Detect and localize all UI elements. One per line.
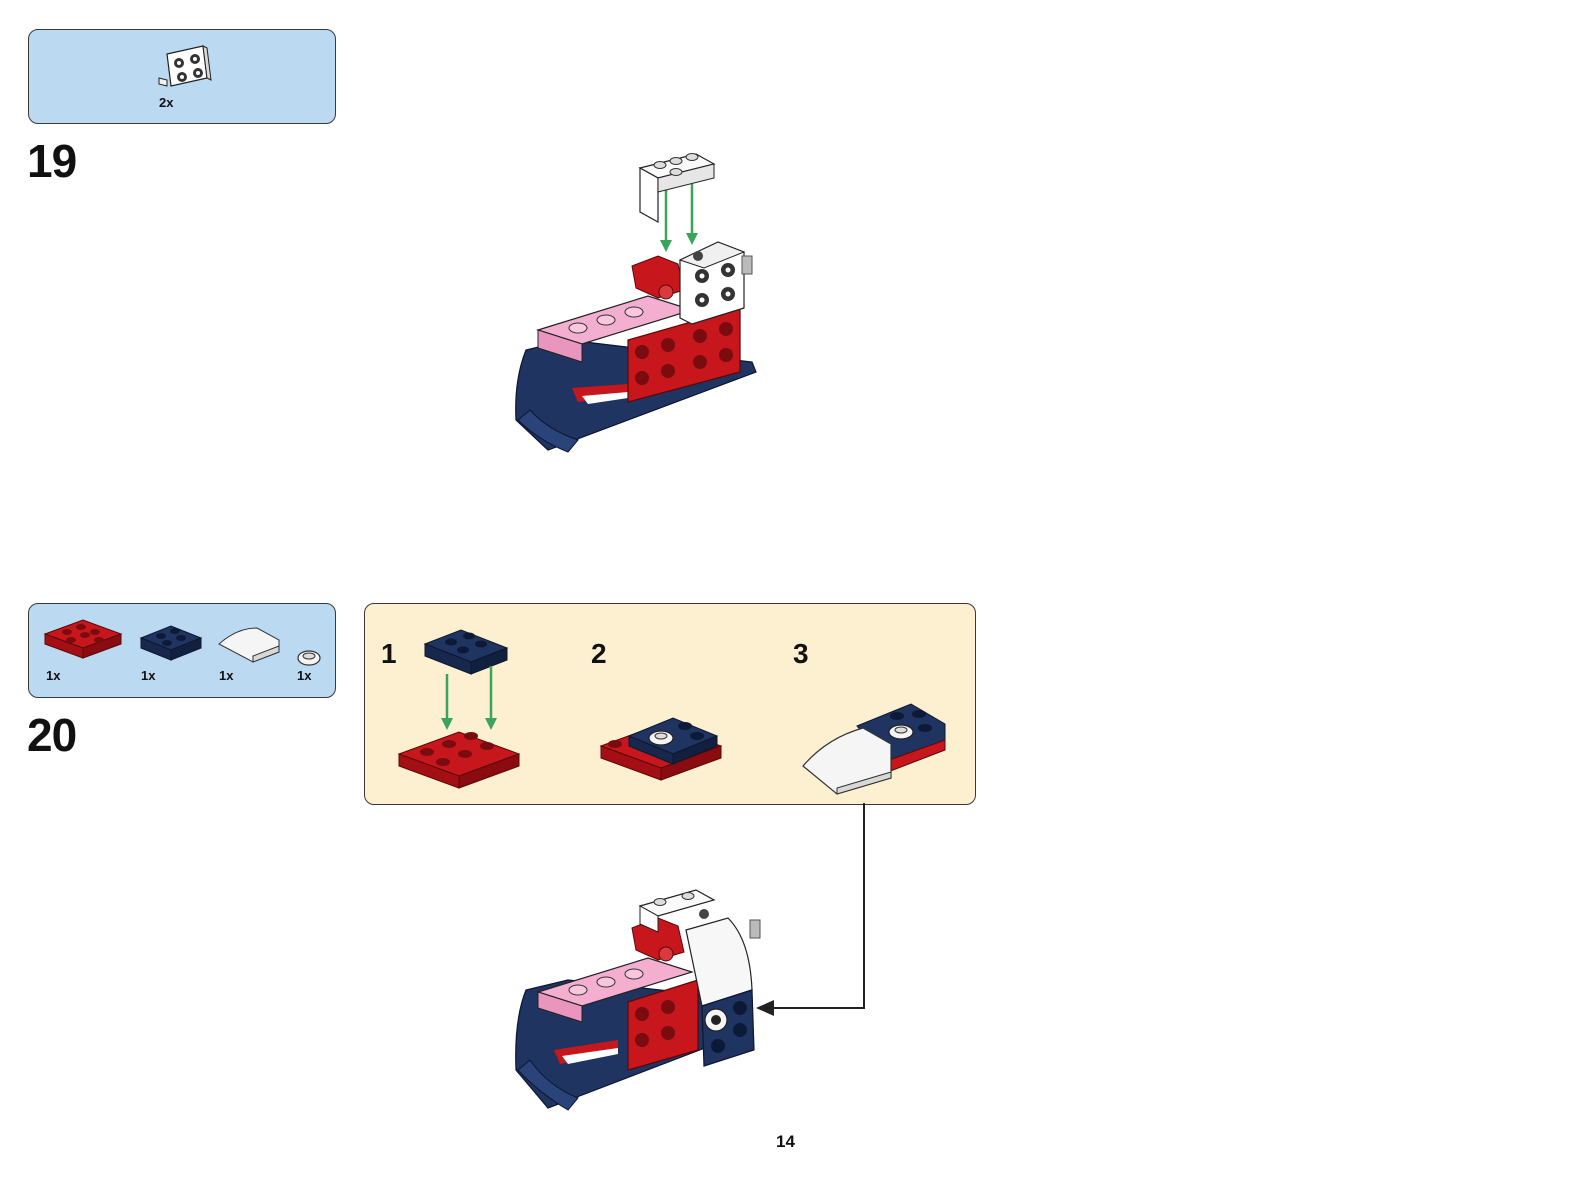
white-curved-slope-icon (218, 627, 280, 663)
substep-number: 2 (591, 638, 607, 669)
step-number: 20 (27, 709, 77, 761)
model-assembly-step-20 (515, 889, 761, 1111)
step-number: 19 (27, 135, 77, 187)
green-arrow-icon (441, 666, 497, 730)
part-qty: 1x (46, 668, 61, 683)
round-tile-icon (297, 650, 321, 666)
part-qty: 1x (297, 668, 312, 683)
substep-number: 3 (793, 638, 809, 669)
blue-plate-2x2-icon (139, 625, 203, 661)
model-assembly-step-19 (515, 153, 757, 453)
red-plate-2x3-icon (43, 619, 123, 659)
white-bracket-part-icon (158, 45, 212, 87)
part-qty: 2x (159, 95, 174, 110)
substep-number: 1 (381, 638, 397, 669)
page-number: 14 (776, 1132, 795, 1151)
substep-box: 1 2 3 (364, 603, 976, 805)
parts-box-step-20: 1x 1x 1x 1x (28, 603, 336, 698)
part-qty: 1x (219, 668, 234, 683)
substep-3-illustration (802, 703, 946, 795)
parts-box-step-19: 2x (28, 29, 336, 124)
substep-2-illustration (599, 717, 723, 781)
substep-1-illustration (397, 629, 521, 789)
callout-arrow-icon (756, 803, 865, 1016)
green-arrow-icon (660, 184, 698, 252)
part-qty: 1x (141, 668, 156, 683)
